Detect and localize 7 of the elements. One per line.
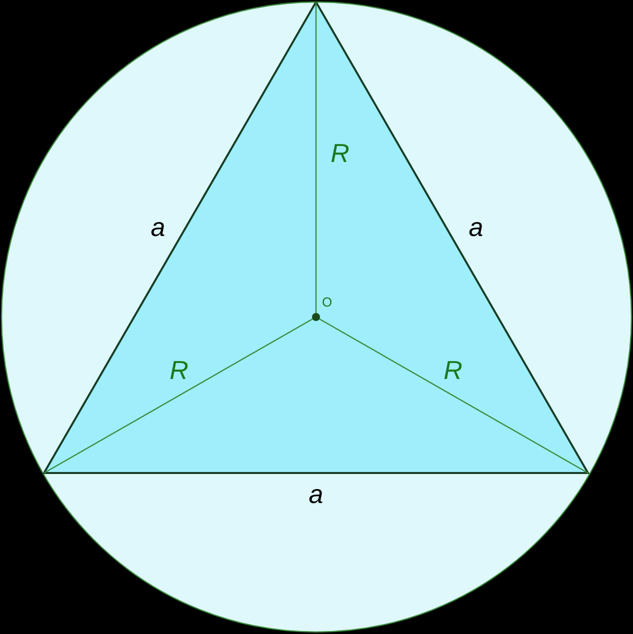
radius-label: R [170, 357, 188, 383]
center-label: O [322, 296, 332, 308]
radius-label: R [444, 357, 462, 383]
side-label: a [308, 481, 324, 507]
side-label: a [468, 214, 484, 240]
radius-label: R [330, 140, 350, 166]
side-label: a [150, 214, 166, 240]
